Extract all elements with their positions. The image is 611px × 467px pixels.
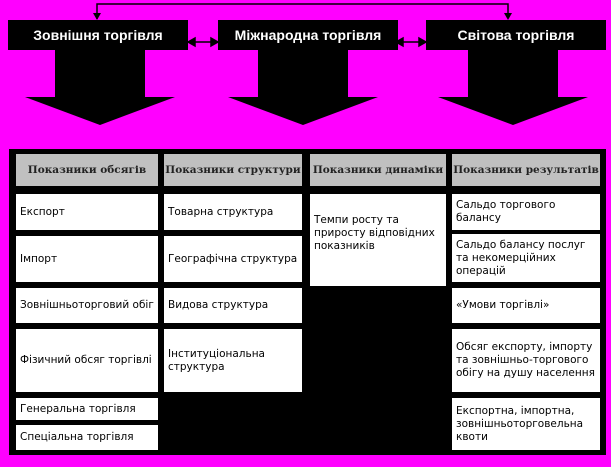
down-arrow-left [25,50,175,125]
top-bracket-line [96,3,509,19]
box-external-trade: Зовнішня торгівля [8,20,188,50]
box-external-trade-label: Зовнішня торгівля [33,27,163,43]
results-item-services-balance: Сальдо балансу послуг та некомерційних о… [452,234,600,282]
box-international-trade-label: Міжнародна торгівля [234,27,382,43]
volume-item-special-trade: Спеціальна торгівля [16,425,158,450]
dynamics-item-growth-rates: Темпи росту та приросту відповідних пока… [310,194,446,286]
down-arrow-center [228,50,378,125]
box-world-trade-label: Світова торгівля [457,27,575,43]
double-arrow-right [394,36,428,48]
connector-layer [25,3,588,125]
results-item-terms-of-trade: «Умови торгівлі» [452,288,600,323]
volume-item-turnover: Зовнішньоторговий обіг [16,288,158,323]
structure-item-geographic: Географічна структура [164,236,302,282]
bracket-arrowhead-left [93,13,101,20]
header-results: Показники результатів [452,154,600,186]
structure-item-institutional: Інституціональна структура [164,329,302,392]
volume-item-general-trade: Генеральна торгівля [16,398,158,420]
double-arrow-left [186,36,220,48]
box-international-trade: Міжнародна торгівля [218,20,398,50]
header-dynamics: Показники динаміки [310,154,446,186]
structure-item-commodity: Товарна структура [164,194,302,230]
volume-item-physical-volume: Фізичний обсяг торгівлі [16,329,158,392]
bracket-arrowhead-right [504,13,512,20]
results-item-quotas: Експортна, імпортна, зовнішньоторговельн… [452,398,600,450]
header-structure: Показники структури [164,154,302,186]
volume-item-import: Імпорт [16,236,158,282]
results-item-trade-balance: Сальдо торгового балансу [452,194,600,230]
header-volume: Показники обсягів [16,154,158,186]
box-world-trade: Світова торгівля [426,20,606,50]
results-item-per-capita: Обсяг експорту, імпорту та зовнішньо-тор… [452,329,600,392]
volume-item-export: Експорт [16,194,158,230]
down-arrow-right [438,50,588,125]
structure-item-type: Видова структура [164,288,302,323]
